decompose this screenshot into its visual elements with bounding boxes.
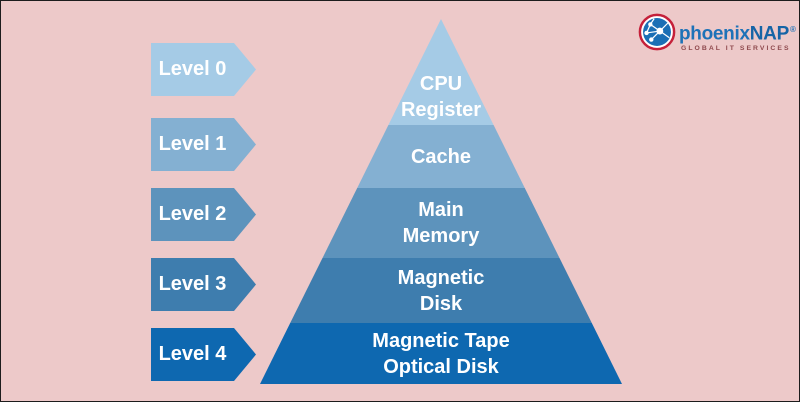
pyramid-tier-magnetic-tape-optical-disk bbox=[260, 323, 622, 384]
pyramid-tier-main-memory bbox=[322, 188, 560, 258]
level-4-arrow bbox=[151, 328, 256, 381]
level-0-arrow bbox=[151, 43, 256, 96]
level-1-arrow bbox=[151, 118, 256, 171]
brand-phoenix: phoenix bbox=[679, 23, 750, 45]
pyramid-tier-magnetic-disk bbox=[290, 258, 592, 323]
level-3-arrow bbox=[151, 258, 256, 311]
globe-network-icon bbox=[638, 13, 676, 51]
phoenixnap-logo: phoenixNAP® GLOBAL IT SERVICES bbox=[638, 13, 796, 52]
pyramid-tier-cpu-register bbox=[388, 19, 494, 125]
brand-tagline: GLOBAL IT SERVICES bbox=[681, 45, 791, 53]
level-2-arrow bbox=[151, 188, 256, 241]
logo-text: phoenixNAP® GLOBAL IT SERVICES bbox=[679, 13, 796, 52]
brand-wordmark: phoenixNAP® bbox=[679, 20, 796, 43]
registered-mark: ® bbox=[789, 25, 796, 34]
pyramid-tier-cache bbox=[357, 125, 525, 188]
brand-nap: NAP bbox=[749, 23, 790, 45]
